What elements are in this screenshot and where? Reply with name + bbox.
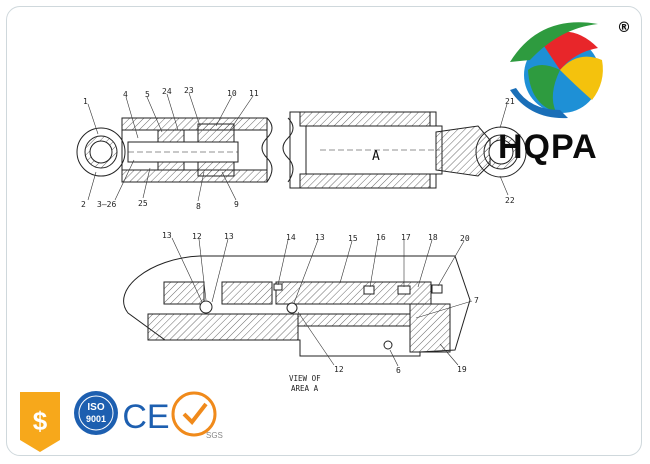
callout-9: 9: [234, 200, 239, 209]
top-leader-lines: [87, 92, 509, 202]
callout-4: 4: [123, 90, 128, 99]
view-label-line2: AREA A: [291, 384, 319, 393]
rod-eye-left: [76, 127, 126, 177]
view-label-line1: VIEW OF: [289, 374, 321, 383]
detail-view-area-a: [123, 255, 471, 357]
callout-13c: 13: [315, 233, 325, 242]
callout-8: 8: [196, 202, 201, 211]
ce-mark-icon: CE: [122, 398, 169, 436]
detail-callouts: 13 12 13 14 13 15 16 17 18 20 7 12 6 19: [162, 231, 479, 375]
brand-name: HQPA: [498, 128, 598, 166]
callout-21: 21: [505, 97, 515, 106]
callout-17: 17: [401, 233, 411, 242]
registered-mark: ®: [617, 20, 631, 36]
callout-23: 23: [184, 86, 194, 95]
top-callouts: 1 2 3—26 4 5 24 23 10 11 25 8 9 21 22: [81, 86, 515, 211]
callout-5: 5: [145, 90, 150, 99]
sgs-certified-icon: SGS: [171, 391, 223, 440]
callout-7: 7: [474, 296, 479, 305]
callout-22: 22: [505, 196, 515, 205]
callout-16: 16: [376, 233, 386, 242]
callout-12b: 12: [334, 365, 344, 374]
detail-leader-lines: [171, 237, 473, 367]
iso-9001-icon: ISO 9001: [74, 391, 118, 435]
callout-2: 2: [81, 200, 86, 209]
callout-13a: 13: [162, 231, 172, 240]
callout-13b: 13: [224, 232, 234, 241]
svg-text:ISO: ISO: [87, 402, 104, 413]
callout-12a: 12: [192, 232, 202, 241]
callout-1: 1: [83, 97, 88, 106]
brand-globe-logo: [510, 22, 603, 119]
break-line-right: [282, 117, 294, 183]
callout-24: 24: [162, 87, 172, 96]
callout-19: 19: [457, 365, 467, 374]
callout-10: 10: [227, 89, 237, 98]
break-line-left: [261, 117, 273, 183]
page-frame: [6, 6, 642, 456]
svg-text:$: $: [33, 406, 48, 436]
callout-25: 25: [138, 199, 148, 208]
callout-15: 15: [348, 234, 358, 243]
callout-3-26: 3—26: [97, 200, 116, 209]
callout-20: 20: [460, 234, 470, 243]
callout-6: 6: [396, 366, 401, 375]
seal-block-left: [163, 281, 205, 305]
dollar-badge-icon: $: [20, 392, 60, 452]
callout-11: 11: [249, 89, 259, 98]
cylinder-drawing: [76, 111, 527, 189]
svg-text:9001: 9001: [86, 414, 106, 424]
svg-text:SGS: SGS: [206, 431, 223, 440]
rod-section: [147, 313, 299, 341]
area-label: A: [372, 149, 380, 164]
svg-text:CE: CE: [122, 398, 169, 436]
callout-18: 18: [428, 233, 438, 242]
barrel-wall: [275, 281, 432, 305]
callout-14: 14: [286, 233, 296, 242]
rod-eye-right: [475, 126, 527, 178]
